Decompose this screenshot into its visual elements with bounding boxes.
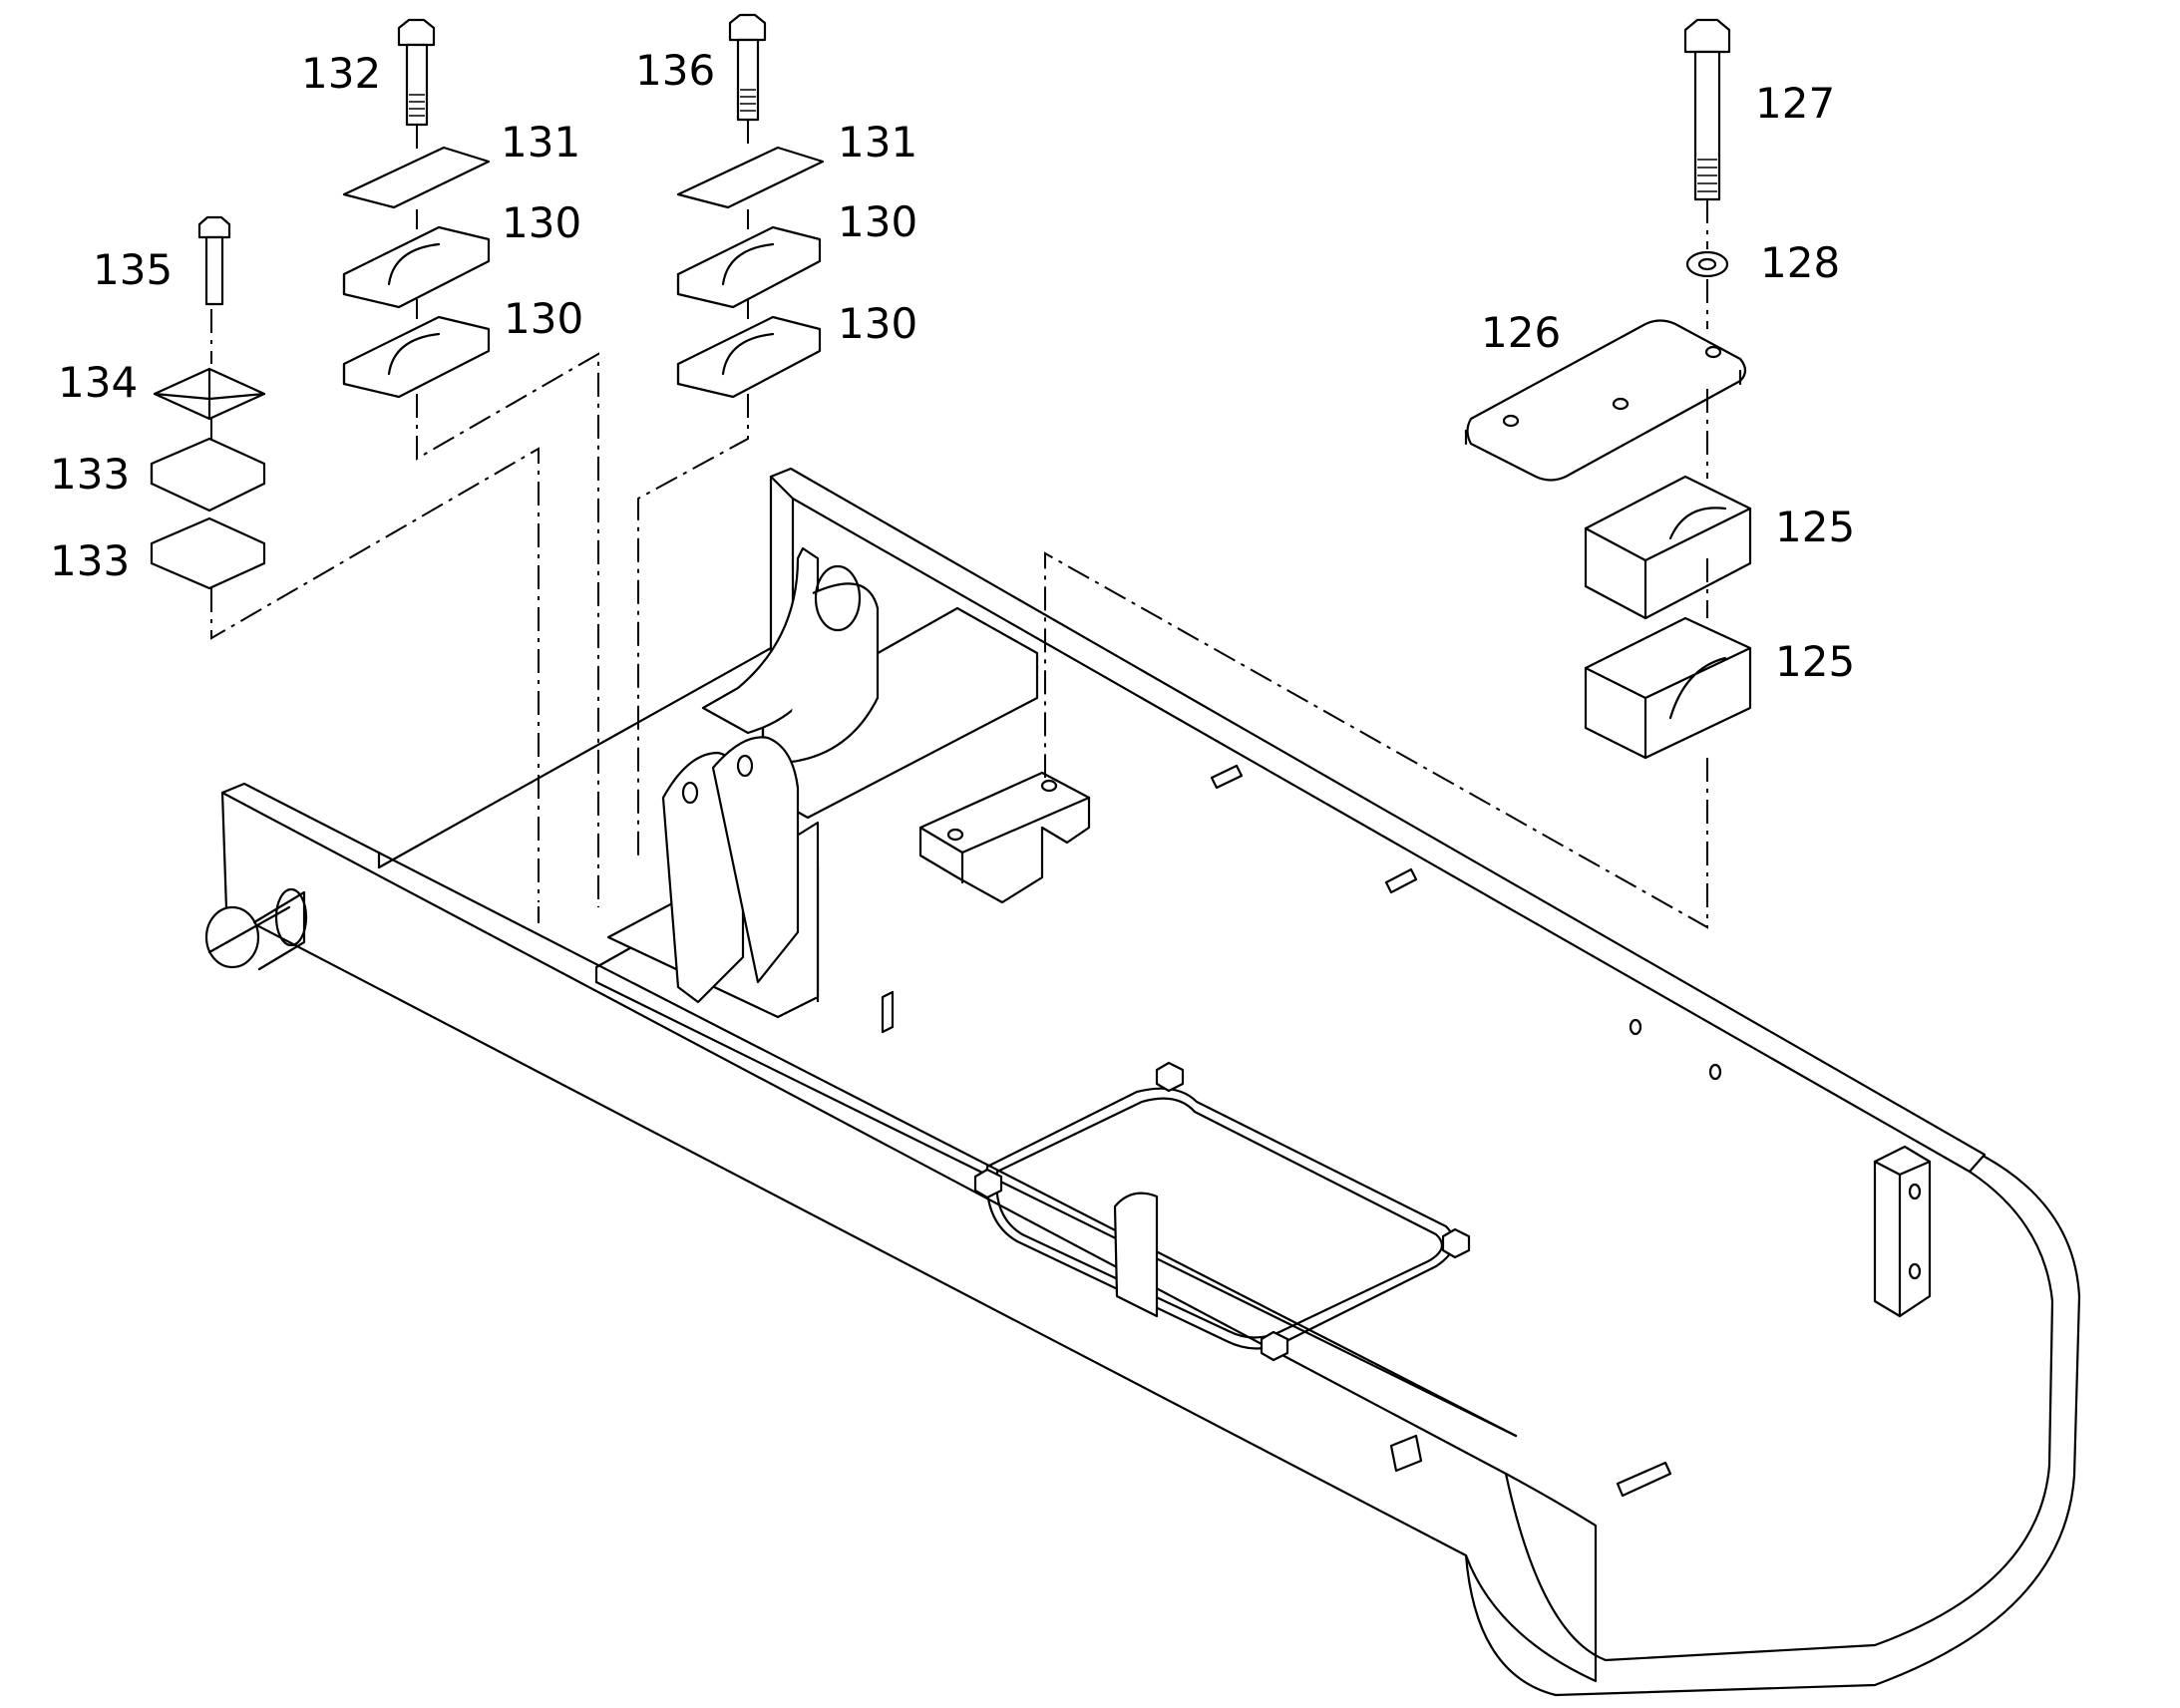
inner-bracket [606, 546, 1091, 1019]
clamp-stack-center-right [676, 13, 825, 399]
callout-133: 133 [50, 450, 130, 499]
clamp-stack-center-left [342, 18, 491, 399]
callout-136: 136 [635, 46, 715, 95]
callout-130: 130 [504, 294, 583, 343]
callout-126: 126 [1481, 308, 1561, 357]
callout-125: 125 [1775, 503, 1855, 551]
callout-134: 134 [58, 358, 138, 407]
callout-132: 132 [301, 49, 381, 98]
callout-128: 128 [1760, 238, 1840, 287]
callout-131: 131 [838, 118, 917, 167]
clamp-stack-right [1464, 18, 1752, 760]
clamp-stack-left [150, 215, 266, 590]
callout-130: 130 [838, 299, 917, 348]
callout-127: 127 [1755, 79, 1835, 128]
callout-labels: 132 131 130 130 136 131 130 130 135 134 … [50, 46, 1855, 686]
callout-135: 135 [93, 245, 173, 294]
callout-133: 133 [50, 536, 130, 585]
callout-130: 130 [838, 197, 917, 246]
floor-details [881, 764, 1932, 1498]
assembly-center-lines [210, 120, 1708, 929]
callout-131: 131 [501, 118, 580, 167]
callout-130: 130 [502, 198, 581, 247]
callout-125: 125 [1775, 637, 1855, 686]
base-frame [204, 467, 2081, 1697]
